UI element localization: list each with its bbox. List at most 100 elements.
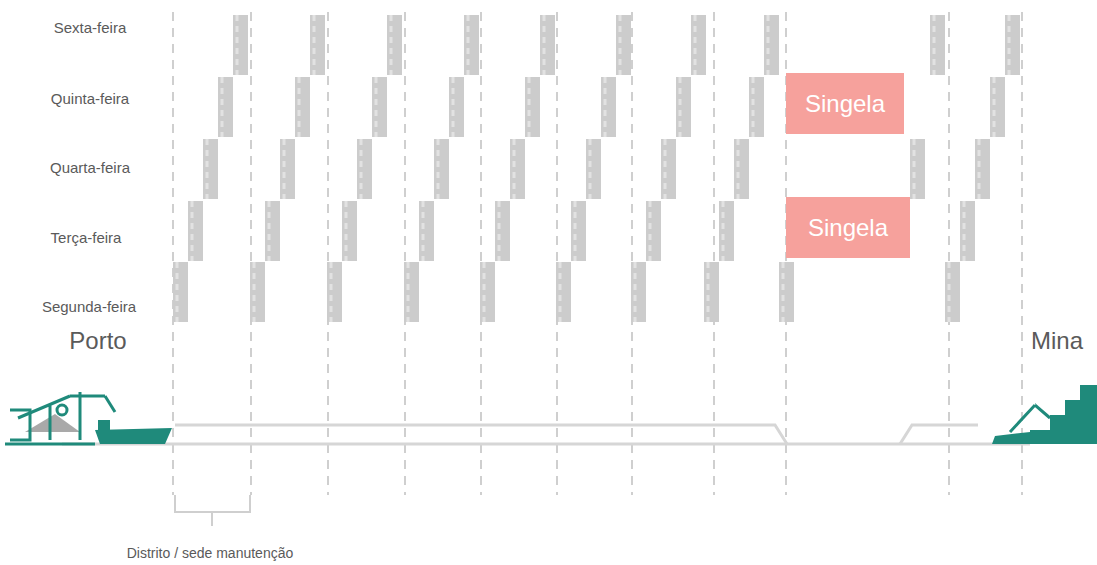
block-body — [280, 139, 295, 199]
block-texture — [528, 77, 531, 137]
shiploader — [105, 396, 115, 412]
main-track — [62, 443, 1030, 446]
block-body — [646, 201, 661, 261]
block-body — [945, 262, 960, 322]
block-body — [704, 262, 719, 322]
train-block — [556, 262, 571, 322]
block-texture — [268, 201, 271, 261]
single-track-box: Singela — [786, 73, 904, 134]
train-block — [419, 201, 434, 261]
block-texture — [498, 201, 501, 261]
block-body — [510, 139, 525, 199]
block-texture — [422, 201, 425, 261]
block-texture — [782, 262, 785, 322]
bracket-label: Distrito / sede manutenção — [125, 545, 296, 561]
block-texture — [467, 15, 470, 75]
train-block — [779, 262, 794, 322]
block-body — [631, 262, 646, 322]
train-block — [188, 201, 203, 261]
block-texture — [437, 139, 440, 199]
block-texture — [253, 262, 256, 322]
train-block — [387, 15, 402, 75]
train-block — [1005, 15, 1020, 75]
train-block — [495, 201, 510, 261]
port-illustration — [5, 392, 172, 444]
block-texture — [752, 77, 755, 137]
quay — [5, 443, 95, 446]
block-body — [387, 15, 402, 75]
train-block — [203, 139, 218, 199]
block-texture — [452, 77, 455, 137]
train-block — [616, 15, 631, 75]
double-track — [900, 425, 978, 444]
block-texture — [330, 262, 333, 322]
train-block — [280, 139, 295, 199]
mine-illustration — [992, 385, 1097, 444]
block-texture — [483, 262, 486, 322]
day-divider — [713, 12, 715, 495]
day-divider — [327, 12, 329, 495]
train-block — [960, 201, 975, 261]
train-block — [571, 201, 586, 261]
box-label: Singela — [805, 90, 885, 118]
block-body — [749, 77, 764, 137]
block-body — [419, 201, 434, 261]
train-block — [661, 139, 676, 199]
block-texture — [513, 139, 516, 199]
block-body — [250, 262, 265, 322]
mine-benches — [1030, 385, 1097, 444]
block-texture — [963, 201, 966, 261]
block-texture — [390, 15, 393, 75]
train-block — [910, 139, 925, 199]
double-track — [175, 425, 787, 444]
train-block — [173, 262, 188, 322]
place-label: Mina — [1029, 327, 1085, 355]
train-block — [764, 15, 779, 75]
rail-track — [62, 425, 1030, 444]
gear — [57, 405, 67, 415]
day-label: Terça-feira — [49, 229, 124, 246]
train-block — [265, 201, 280, 261]
box-label: Singela — [808, 214, 888, 242]
block-texture — [236, 15, 239, 75]
block-body — [233, 15, 248, 75]
block-texture — [345, 201, 348, 261]
block-body — [779, 262, 794, 322]
block-body — [601, 77, 616, 137]
block-body — [661, 139, 676, 199]
train-block — [510, 139, 525, 199]
train-block — [631, 262, 646, 322]
excavator-detail — [1030, 390, 1046, 405]
block-texture — [206, 139, 209, 199]
block-texture — [298, 77, 301, 137]
block-body — [480, 262, 495, 322]
block-body — [464, 15, 479, 75]
block-texture — [767, 15, 770, 75]
block-texture — [664, 139, 667, 199]
day-divider — [631, 12, 633, 495]
train-block — [734, 139, 749, 199]
block-texture — [634, 262, 637, 322]
maintenance-bracket — [175, 495, 250, 526]
block-body — [372, 77, 387, 137]
excavator-body — [992, 432, 1030, 444]
block-texture — [221, 77, 224, 137]
train-block — [342, 201, 357, 261]
block-texture — [313, 15, 316, 75]
block-texture — [604, 77, 607, 137]
block-body — [449, 77, 464, 137]
train-block — [540, 15, 555, 75]
train-block — [975, 139, 990, 199]
block-body — [218, 77, 233, 137]
block-body — [525, 77, 540, 137]
block-body — [342, 201, 357, 261]
day-label: Sexta-feira — [52, 19, 129, 36]
block-texture — [707, 262, 710, 322]
train-block — [480, 262, 495, 322]
block-texture — [559, 262, 562, 322]
block-texture — [913, 139, 916, 199]
block-texture — [375, 77, 378, 137]
block-body — [495, 201, 510, 261]
block-body — [719, 201, 734, 261]
